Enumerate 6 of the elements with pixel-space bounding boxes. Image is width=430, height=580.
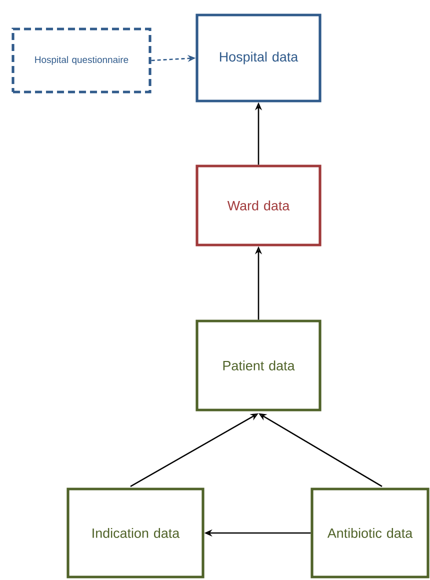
questionnaire-box: Hospital questionnaire [12, 28, 152, 94]
data-box: Hospital data [196, 14, 322, 102]
data-box: Antibiotic data [310, 488, 430, 578]
data-box: Indication data [66, 488, 204, 578]
data-box: Patient data [196, 320, 322, 412]
data-box: Ward data [196, 164, 322, 246]
